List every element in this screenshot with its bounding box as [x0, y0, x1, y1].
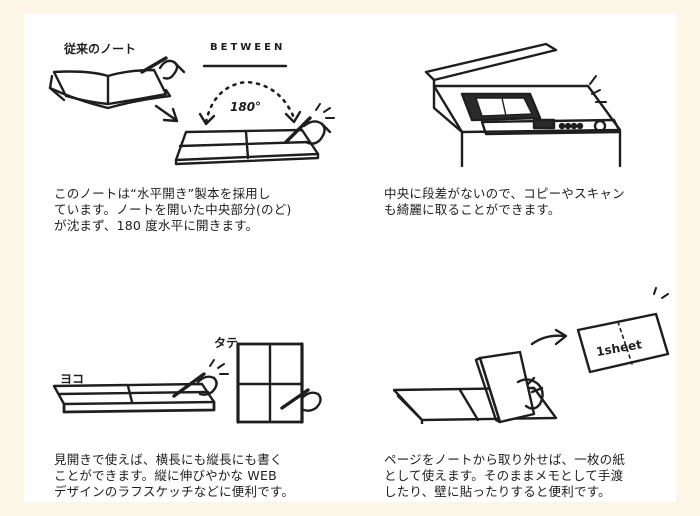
caption-line: として使えます。そのままメモとして手渡	[384, 468, 624, 483]
caption-line: したり、壁に貼ったりすると便利です。	[384, 484, 611, 499]
label-old-notebook: 従来のノート	[64, 42, 137, 56]
feature-flat-opening: 従来のノート BETWEEN 180° このノートは“水平開き”製本を採用し て…	[24, 14, 350, 254]
caption-line: このノートは“水平開き”製本を採用し	[54, 186, 271, 201]
caption-copy-scan: 中央に段差がないので、コピーやスキャン も綺麗に取ることができます。	[384, 186, 625, 218]
label-tate: タテ	[214, 336, 239, 350]
caption-landscape-portrait: 見開きで使えば、横長にも縦長にも書く ことができます。縦に伸びやかな WEB デ…	[54, 452, 294, 500]
orientation-illustration	[52, 342, 322, 424]
feature-copy-scan: 中央に段差がないので、コピーやスキャン も綺麗に取ることができます。	[350, 14, 676, 254]
label-yoko: ヨコ	[60, 372, 85, 386]
feature-landscape-portrait: ヨコ タテ 見開きで使えば、横長にも縦長にも書く ことができます。縦に伸びやかな…	[24, 254, 350, 502]
caption-line: 中央に段差がないので、コピーやスキャン	[384, 186, 625, 201]
caption-line: も綺麗に取ることができます。	[384, 202, 561, 217]
label-180-degree: 180°	[230, 100, 262, 114]
feature-detachable-sheet: 1sheet ページをノートから取り外せば、一枚の紙 として使えます。そのままメ…	[350, 254, 676, 502]
caption-line: ことができます。縦に伸びやかな WEB	[54, 468, 277, 483]
label-between: BETWEEN	[210, 42, 286, 53]
caption-flat-opening: このノートは“水平開き”製本を採用し ています。ノートを開いた中央部分(のど) …	[54, 186, 292, 234]
caption-detachable-sheet: ページをノートから取り外せば、一枚の紙 として使えます。そのままメモとして手渡 …	[384, 452, 625, 500]
flat-opening-illustration	[48, 56, 335, 166]
caption-line: デザインのラフスケッチなどに便利です。	[54, 484, 295, 499]
detach-sheet-illustration: 1sheet	[392, 287, 670, 424]
caption-line: が沈まず、180 度水平に開きます。	[54, 218, 259, 233]
caption-line: ページをノートから取り外せば、一枚の紙	[384, 452, 626, 467]
caption-line: ています。ノートを開いた中央部分(のど)	[54, 202, 292, 217]
content-panel: 従来のノート BETWEEN 180° このノートは“水平開き”製本を採用し て…	[24, 14, 676, 502]
copier-illustration	[424, 42, 622, 168]
caption-line: 見開きで使えば、横長にも縦長にも書く	[54, 452, 283, 467]
